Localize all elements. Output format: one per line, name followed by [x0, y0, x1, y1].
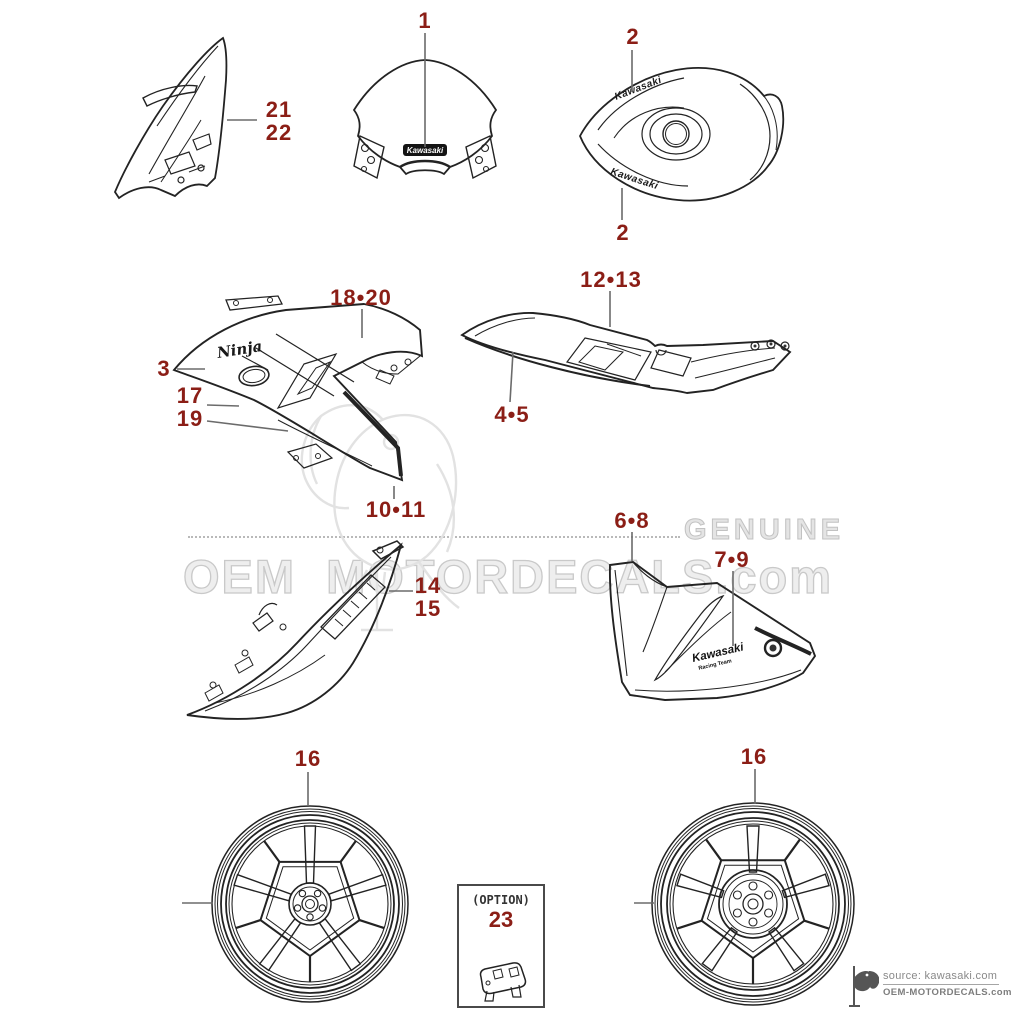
- callout-seat-bottom: 4•5: [494, 402, 530, 427]
- rear-wheel-drawing: [651, 802, 855, 1006]
- callout-tank-upper: 2: [626, 24, 640, 49]
- watermark-toucan-icon: [300, 403, 460, 632]
- callout-fairing-19: 19: [176, 406, 204, 431]
- footer-divider: [883, 984, 999, 985]
- footer: source: kawasaki.com OEM-MOTORDECALS.com: [845, 960, 1012, 1008]
- option-box: (OPTION) 23: [457, 884, 545, 1008]
- callout-windscreen: 1: [418, 8, 432, 33]
- side-fairing-drawing: Ninja: [172, 295, 424, 482]
- windscreen-kawasaki-decal: Kawasaki: [407, 146, 444, 155]
- upper-cowl-drawing: [113, 36, 228, 200]
- lower-cowl-drawing: [186, 540, 405, 720]
- callout-tail-mid: 7•9: [714, 547, 750, 572]
- watermark-brand-right: MOTORDECALS.com: [325, 549, 834, 603]
- option-part-drawing: [479, 962, 527, 1002]
- callout-upper-cowl-21: 21: [265, 97, 293, 122]
- footer-toucan-icon: [849, 966, 879, 1007]
- watermark-dotted-line: [188, 536, 680, 538]
- callout-front-wheel: 16: [294, 746, 322, 771]
- callout-fairing-top: 18•20: [330, 285, 392, 310]
- fairing-ninja-decal: Ninja: [215, 337, 264, 362]
- footer-source: source: kawasaki.com: [883, 970, 998, 982]
- callout-tail-top: 6•8: [614, 508, 650, 533]
- callout-lower-cowl-14: 14: [414, 573, 442, 598]
- callout-seat-top: 12•13: [580, 267, 642, 292]
- watermark-brand-left: OEM: [182, 549, 297, 603]
- callout-lower-cowl-15: 15: [414, 596, 442, 621]
- callout-option-part: 23: [488, 907, 514, 932]
- windscreen-drawing: Kawasaki: [352, 59, 498, 180]
- option-title: (OPTION): [472, 893, 530, 907]
- tank-upper-kawasaki-decal: Kawasaki: [613, 75, 663, 103]
- callout-fairing-17: 17: [176, 383, 204, 408]
- callout-upper-cowl-22: 22: [265, 120, 293, 145]
- callout-tank-lower: 2: [616, 220, 630, 245]
- front-wheel-drawing: [211, 805, 409, 1003]
- callout-fairing-left: 3: [157, 356, 171, 381]
- callout-fairing-bottom: 10•11: [365, 497, 427, 522]
- seat-cowl-drawing: [460, 312, 792, 394]
- watermark-genuine: GENUINE: [683, 514, 845, 547]
- fuel-tank-drawing: Kawasaki Kawasaki: [579, 67, 785, 202]
- tail-cowl-drawing: Kawasaki Racing Team: [608, 561, 817, 701]
- watermark-brand: OEM MOTORDECALS.com: [182, 549, 834, 604]
- footer-site-link[interactable]: OEM-MOTORDECALS.com: [883, 987, 1012, 998]
- callout-rear-wheel: 16: [740, 744, 768, 769]
